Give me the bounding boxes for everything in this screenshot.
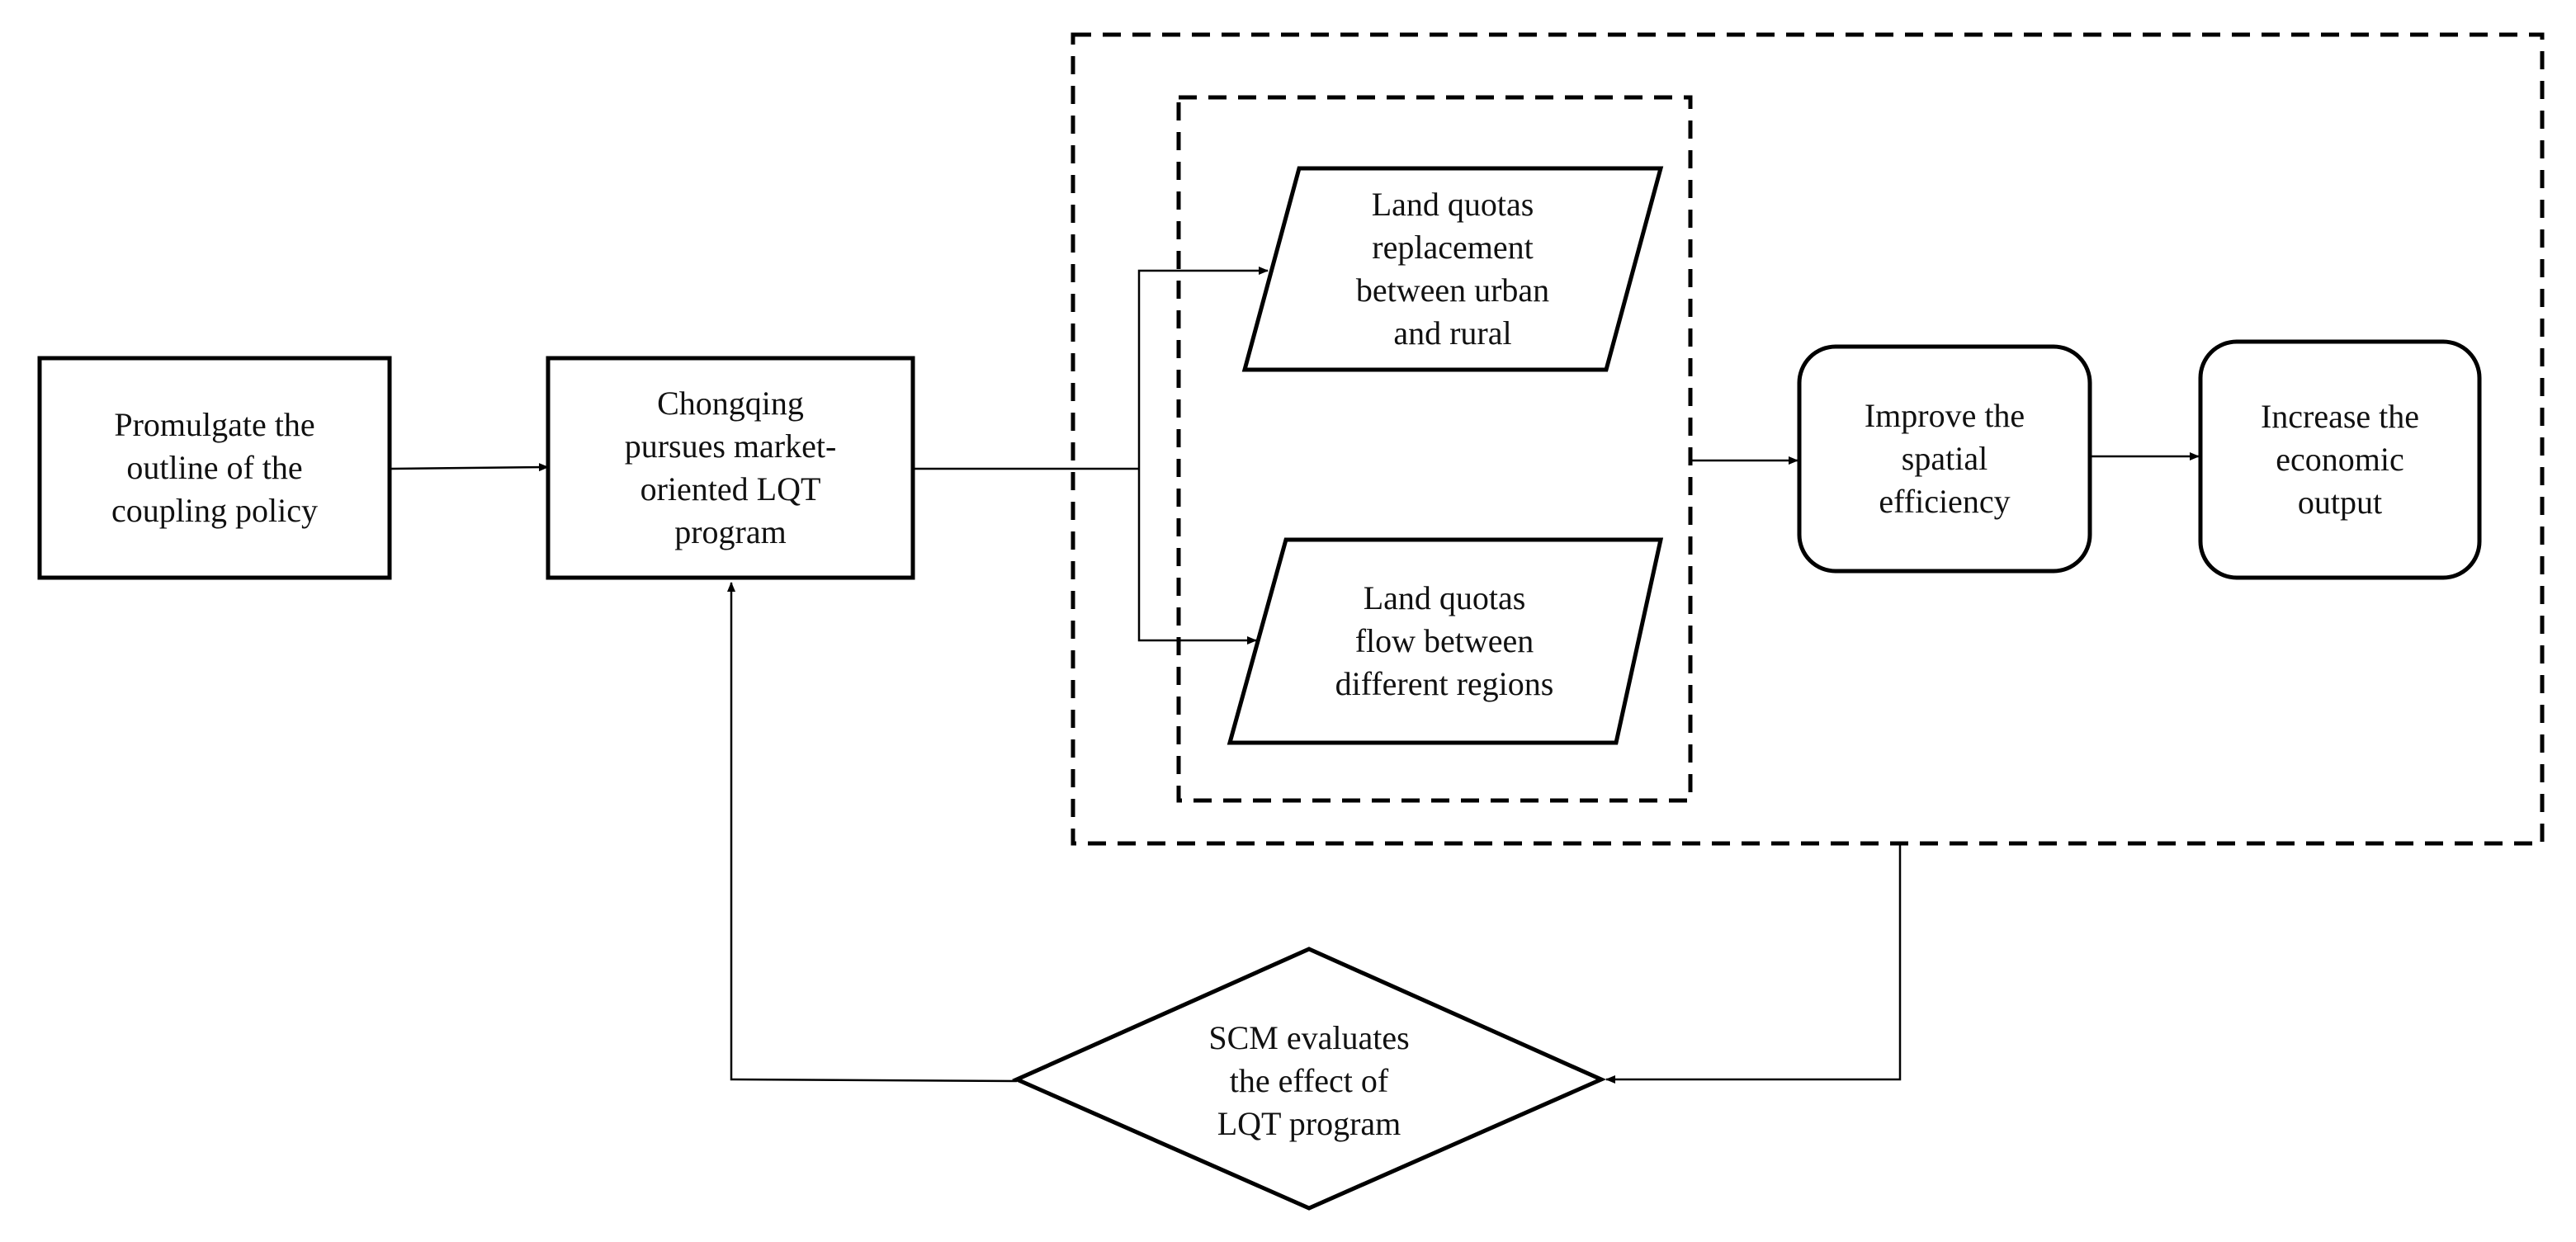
node-spatial: Improve the spatial efficiency (1797, 344, 2092, 574)
label-line: Land quotas (1372, 186, 1534, 223)
label-line: coupling policy (111, 492, 318, 529)
label-line: SCM evaluates (1208, 1019, 1409, 1056)
arrow-branch-to-flow (1137, 469, 1257, 645)
node-chongqing: Chongqing pursues market-oriented LQT prog… (546, 356, 915, 580)
label-line: replacement (1372, 229, 1533, 266)
node-scm: SCM evaluates the effect of LQT program (1011, 947, 1607, 1211)
inner-dashed-group (1176, 95, 1693, 803)
node-spatial-label: Improve the spatial efficiency (1865, 397, 2025, 520)
label-line: output (2298, 484, 2382, 521)
label-line: outline of the (126, 449, 302, 486)
label-line: Increase the (2261, 398, 2419, 435)
arrow-branch-to-replacement (1137, 267, 1269, 469)
label-line: flow between (1355, 622, 1534, 659)
label-line: spatial (1902, 440, 1988, 477)
arrow-group-to-scm (1605, 845, 1902, 1084)
node-promulgate-label: Promulgate the outline of the coupling pol… (111, 406, 318, 529)
label-line: oriented LQT (640, 470, 821, 508)
node-replacement-label: Land quotas replacement between urban and r… (1356, 186, 1549, 352)
label-line: pursues market- (625, 427, 837, 465)
label-line: Improve the (1865, 397, 2025, 434)
node-economic-label: Increase the economic output (2261, 398, 2419, 521)
arrow-promulgate-to-chongqing (390, 463, 549, 472)
node-flow: Land quotas flow between different regions (1227, 537, 1664, 745)
node-scm-label: SCM evaluates the effect of LQT program (1208, 1019, 1409, 1142)
node-economic: Increase the economic output (2198, 339, 2482, 580)
label-line: efficiency (1879, 483, 2010, 520)
label-line: and rural (1393, 314, 1511, 352)
arrow-scm-to-chongqing (727, 582, 1018, 1083)
label-line: program (674, 513, 787, 550)
label-line: the effect of (1230, 1062, 1389, 1099)
node-promulgate: Promulgate the outline of the coupling pol… (37, 356, 392, 580)
label-line: different regions (1335, 665, 1554, 702)
label-line: economic (2276, 441, 2404, 478)
node-replacement: Land quotas replacement between urban and r… (1241, 166, 1664, 372)
label-line: Promulgate the (114, 406, 314, 443)
label-line: Chongqing (657, 385, 804, 422)
node-chongqing-label: Chongqing pursues market-oriented LQT prog… (625, 385, 837, 550)
node-flow-label: Land quotas flow between different regions (1335, 579, 1554, 702)
label-line: LQT program (1217, 1105, 1401, 1142)
label-line: Land quotas (1364, 579, 1526, 616)
label-line: between urban (1356, 272, 1549, 309)
outer-dashed-group (1071, 32, 2545, 846)
